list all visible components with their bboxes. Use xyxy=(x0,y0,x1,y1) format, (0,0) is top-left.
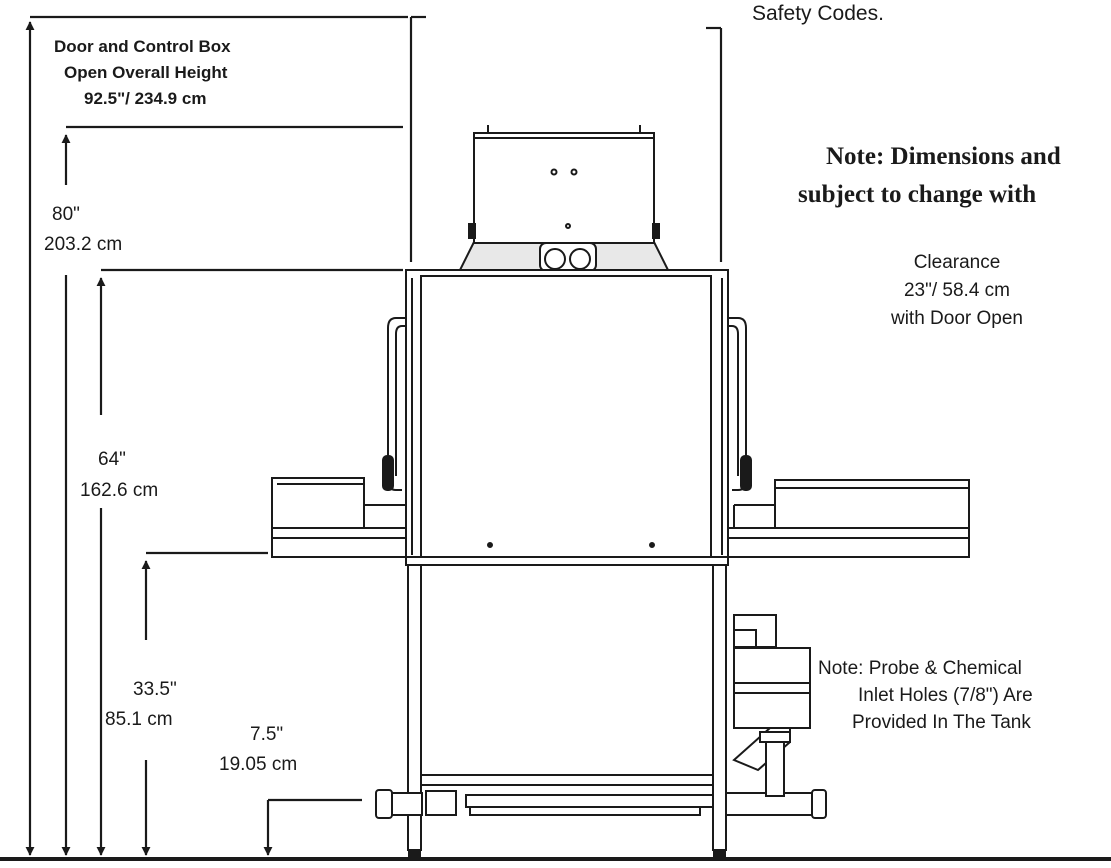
tank-rail xyxy=(405,556,729,566)
probe-note-line3: Provided In The Tank xyxy=(852,712,1031,733)
overall-height-line2: Open Overall Height xyxy=(64,63,228,82)
overall-height-line3: 92.5"/ 234.9 cm xyxy=(84,89,206,108)
dimensions-note-line1: Note: Dimensions and xyxy=(826,143,1061,170)
probe-note-line2: Inlet Holes (7/8") Are xyxy=(858,685,1033,706)
legs xyxy=(407,564,727,860)
clearance-line1: Clearance xyxy=(914,252,1001,273)
dim-33-inches: 33.5" xyxy=(133,679,177,700)
annotations: Safety Codes. Door and Control Box Open … xyxy=(44,2,1061,775)
control-box xyxy=(458,125,670,272)
overall-height-line1: Door and Control Box xyxy=(54,37,231,56)
dishwasher-machine xyxy=(271,125,970,860)
dim-7-inches: 7.5" xyxy=(250,724,283,745)
left-side-table xyxy=(271,477,407,558)
dim-64-inches: 64" xyxy=(98,449,126,470)
dimensions-note-line2: subject to change with xyxy=(798,181,1036,208)
right-side-table xyxy=(727,479,970,558)
clearance-line2: 23"/ 58.4 cm xyxy=(904,280,1010,301)
clearance-line3: with Door Open xyxy=(890,308,1023,329)
dimension-lines xyxy=(25,15,723,856)
dim-7-cm: 19.05 cm xyxy=(219,754,297,775)
dim-33-cm: 85.1 cm xyxy=(105,709,173,730)
lower-frame xyxy=(375,774,827,819)
probe-note-line1: Note: Probe & Chemical xyxy=(818,658,1022,679)
hood-door xyxy=(405,269,729,558)
chemical-box xyxy=(732,614,811,797)
door-handles xyxy=(382,317,752,491)
safety-codes-text: Safety Codes. xyxy=(752,2,884,25)
dim-80-inches: 80" xyxy=(52,204,80,225)
dim-80-cm: 203.2 cm xyxy=(44,234,122,255)
dim-64-cm: 162.6 cm xyxy=(80,480,158,501)
